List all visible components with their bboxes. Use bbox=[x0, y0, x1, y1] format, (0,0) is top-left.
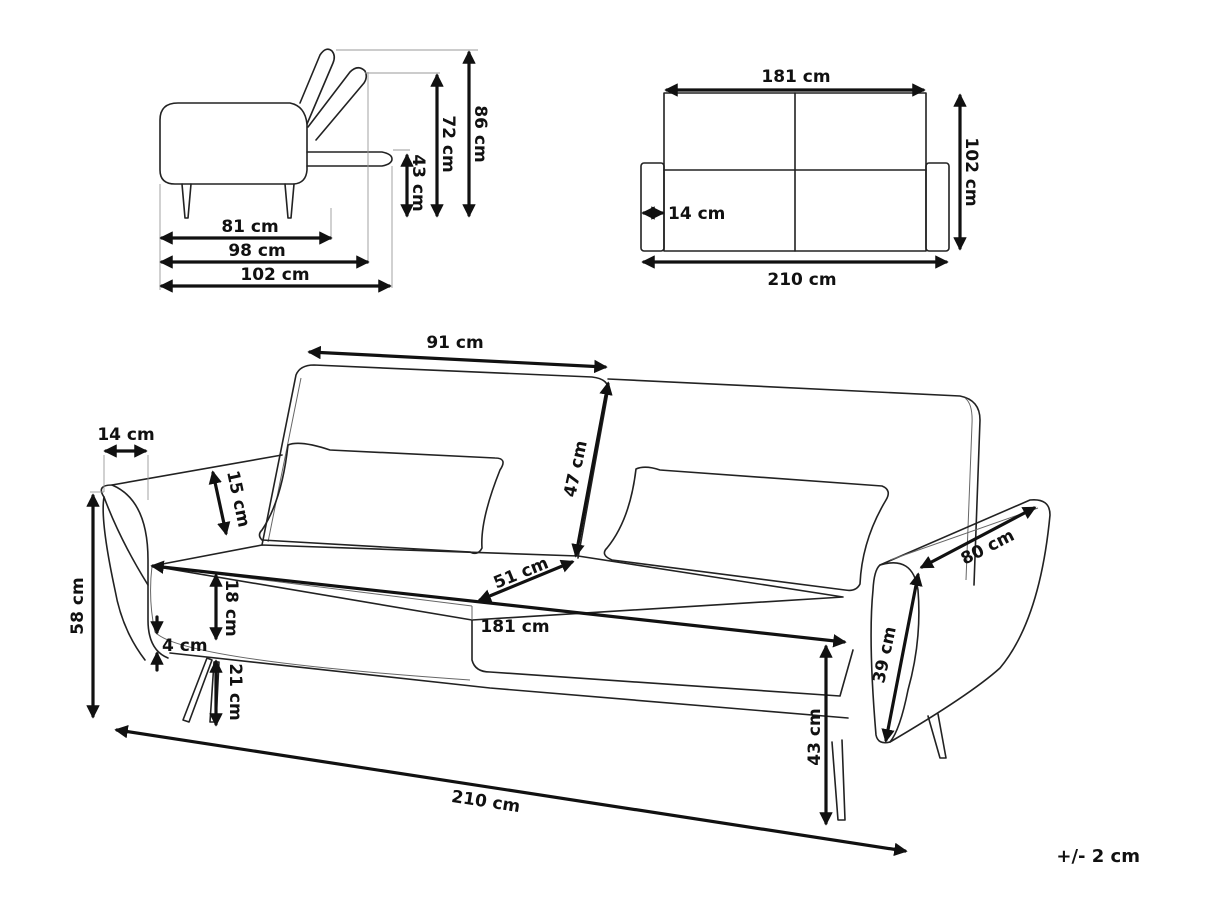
side-height-total-label: 86 cm bbox=[470, 105, 490, 162]
top-view: 181 cm 14 cm 210 cm 102 cm bbox=[640, 67, 981, 290]
side-height-back-label: 72 cm bbox=[438, 115, 458, 172]
side-view-sofa-outline bbox=[159, 48, 478, 290]
side-depth-flat-label: 102 cm bbox=[240, 265, 309, 285]
armrest-height-label: 39 cm bbox=[869, 625, 900, 685]
seat-depth-label: 51 cm bbox=[491, 553, 552, 593]
back-width-label: 91 cm bbox=[426, 333, 483, 353]
total-height-label: 58 cm bbox=[68, 577, 88, 634]
side-depth-seat-label: 81 cm bbox=[221, 217, 278, 237]
arm-height-above-seat-label: 15 cm bbox=[222, 469, 253, 529]
top-view-sofa-outline bbox=[640, 92, 950, 252]
perspective-view: 91 cm 47 cm 14 cm 15 cm 58 cm 18 cm 4 cm… bbox=[68, 333, 1051, 857]
side-depth-reclined-label: 98 cm bbox=[228, 241, 285, 261]
top-depth-label: 102 cm bbox=[961, 137, 981, 206]
tolerance-note: +/- 2 cm bbox=[1056, 846, 1140, 867]
top-arm-width-label: 14 cm bbox=[668, 204, 725, 224]
side-view: 81 cm 98 cm 102 cm 43 cm 72 cm 86 cm bbox=[159, 48, 490, 293]
seat-thickness-label: 18 cm bbox=[221, 579, 241, 636]
seat-width-label: 181 cm bbox=[480, 617, 549, 637]
top-inner-width-label: 181 cm bbox=[761, 67, 830, 87]
seat-height-label: 43 cm bbox=[805, 708, 825, 765]
top-total-width-label: 210 cm bbox=[767, 270, 836, 290]
seat-edge-label: 4 cm bbox=[162, 636, 208, 656]
side-height-flat-label: 43 cm bbox=[408, 154, 428, 211]
leg-height-label: 21 cm bbox=[225, 663, 245, 720]
arm-width-label: 14 cm bbox=[97, 425, 154, 445]
